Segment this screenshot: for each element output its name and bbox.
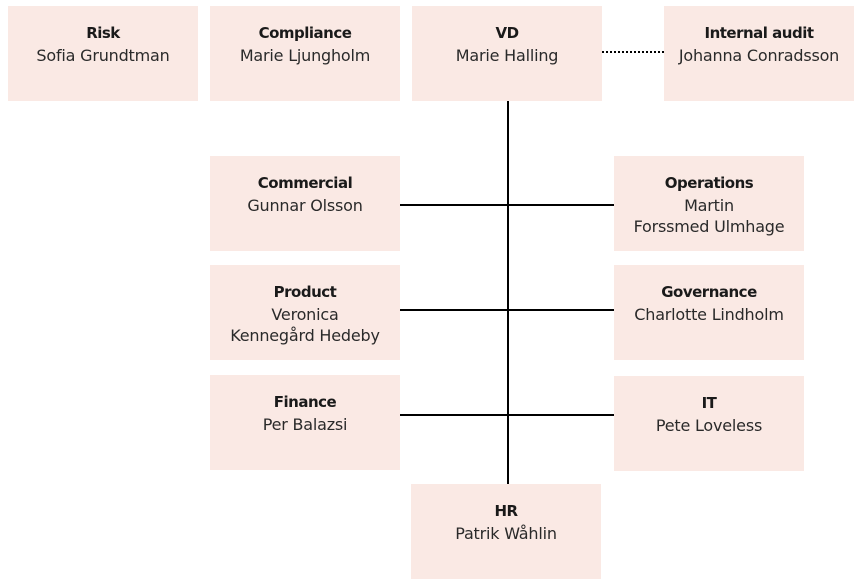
unit-title: IT: [701, 394, 717, 412]
org-box-it: IT Pete Loveless: [614, 376, 804, 471]
org-box-vd: VD Marie Halling: [412, 6, 602, 101]
org-box-operations: Operations Martin Forssmed Ulmhage: [614, 156, 804, 251]
connector-row-2: [400, 309, 614, 311]
unit-head-name: Gunnar Olsson: [247, 196, 363, 215]
org-box-commercial: Commercial Gunnar Olsson: [210, 156, 400, 251]
org-box-product: Product Veronica Kennegård Hedeby: [210, 265, 400, 360]
unit-title: Operations: [664, 174, 754, 192]
unit-title: HR: [494, 502, 518, 520]
org-box-compliance: Compliance Marie Ljungholm: [210, 6, 400, 101]
unit-title: Finance: [273, 393, 337, 411]
org-box-governance: Governance Charlotte Lindholm: [614, 265, 804, 360]
org-box-internal-audit: Internal audit Johanna Conradsson: [664, 6, 854, 101]
org-box-risk: Risk Sofia Grundtman: [8, 6, 198, 101]
unit-title: VD: [495, 24, 519, 42]
unit-head-name: Martin Forssmed Ulmhage: [633, 196, 785, 236]
unit-title: Governance: [661, 283, 757, 301]
unit-title: Internal audit: [704, 24, 814, 42]
unit-head-name: Sofia Grundtman: [36, 46, 170, 65]
unit-head-name: Johanna Conradsson: [678, 46, 840, 65]
unit-head-name: Marie Halling: [455, 46, 559, 65]
unit-title: Risk: [86, 24, 120, 42]
org-box-hr: HR Patrik Wåhlin: [411, 484, 601, 579]
dotted-connector-vd-internal-audit: [602, 51, 664, 53]
unit-title: Compliance: [258, 24, 352, 42]
vertical-trunk-line: [507, 101, 509, 484]
unit-head-name: Pete Loveless: [655, 416, 763, 435]
connector-row-1: [400, 204, 614, 206]
unit-head-name: Charlotte Lindholm: [634, 305, 784, 324]
unit-head-name: Patrik Wåhlin: [455, 524, 557, 543]
unit-title: Commercial: [257, 174, 353, 192]
unit-head-name: Veronica Kennegård Hedeby: [230, 305, 380, 345]
unit-title: Product: [273, 283, 337, 301]
unit-head-name: Per Balazsi: [262, 415, 348, 434]
unit-head-name: Marie Ljungholm: [239, 46, 371, 65]
org-box-finance: Finance Per Balazsi: [210, 375, 400, 470]
connector-row-3: [400, 414, 614, 416]
